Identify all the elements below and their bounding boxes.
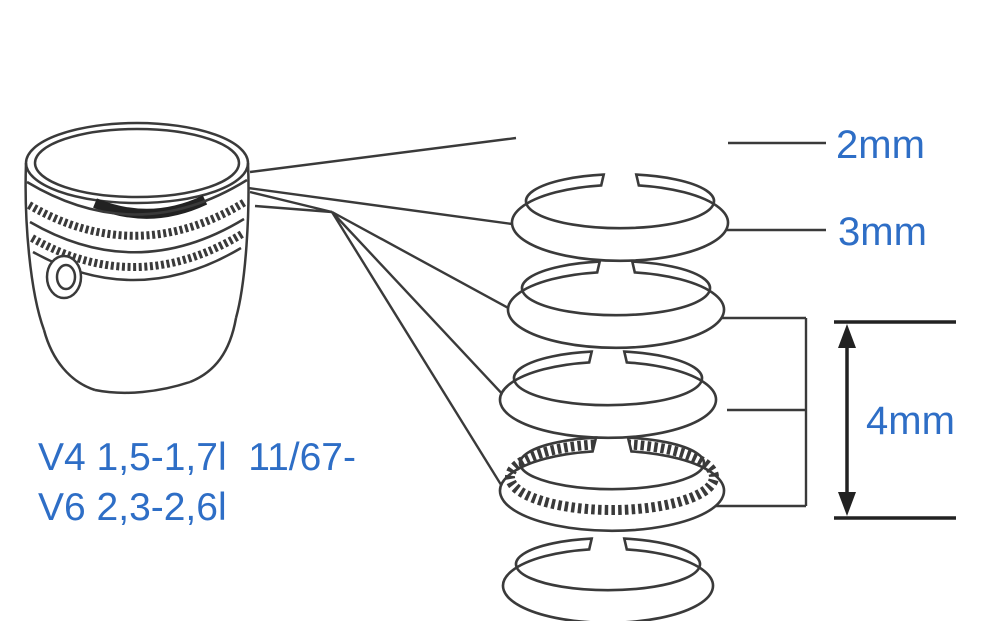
piston-wall-right <box>234 162 250 319</box>
piston-ring-third <box>498 350 718 440</box>
wrist-pin-hole <box>45 254 83 300</box>
leader-lines-to-labels <box>724 141 826 232</box>
leader-line-top-ring <box>249 136 517 174</box>
leader-stub-a <box>249 190 333 214</box>
piston-crown-rim <box>33 127 241 199</box>
piston-ring-oil-spacer <box>498 436 726 533</box>
piston-ring-second <box>506 260 726 350</box>
ring-land-2 <box>29 217 245 254</box>
ring-groove-knurl-1 <box>26 198 248 240</box>
ring-land-1 <box>26 178 248 216</box>
piston-ring-bottom <box>501 537 715 621</box>
piston-ring-top <box>510 173 730 263</box>
ring-groove-knurl-2 <box>30 230 245 271</box>
label-2mm: 2mm <box>836 123 925 167</box>
leader-lines-from-piston <box>247 136 517 497</box>
oil-spacer-knurl-texture <box>505 439 719 515</box>
leader-line-third-ring <box>331 210 513 312</box>
caption-engine-v6: V6 2,3-2,6l <box>38 486 227 529</box>
arrowhead-up-icon <box>838 324 856 348</box>
piston-skirt-bottom <box>94 380 191 395</box>
leader-stub-b <box>254 204 333 214</box>
piston-skirt-right <box>189 317 238 384</box>
piston-skirt-left <box>42 329 96 392</box>
leader-line-second-ring <box>247 186 513 226</box>
wrist-pin-hole-inner <box>55 263 77 291</box>
leader-line-bottom-ring <box>330 211 510 497</box>
caption-engine-v4: V4 1,5-1,7l 11/67- <box>38 436 356 479</box>
arrowhead-down-icon <box>838 492 856 516</box>
label-3mm: 3mm <box>838 210 927 254</box>
oil-ring-group-bracket <box>712 316 808 508</box>
piston-crown-outline <box>24 121 250 205</box>
leader-line-oil-ring <box>331 211 507 399</box>
label-4mm: 4mm <box>866 399 955 443</box>
dimension-arrow-4mm <box>834 320 956 520</box>
piston-illustration <box>24 121 250 395</box>
piston-wall-left <box>24 162 46 331</box>
